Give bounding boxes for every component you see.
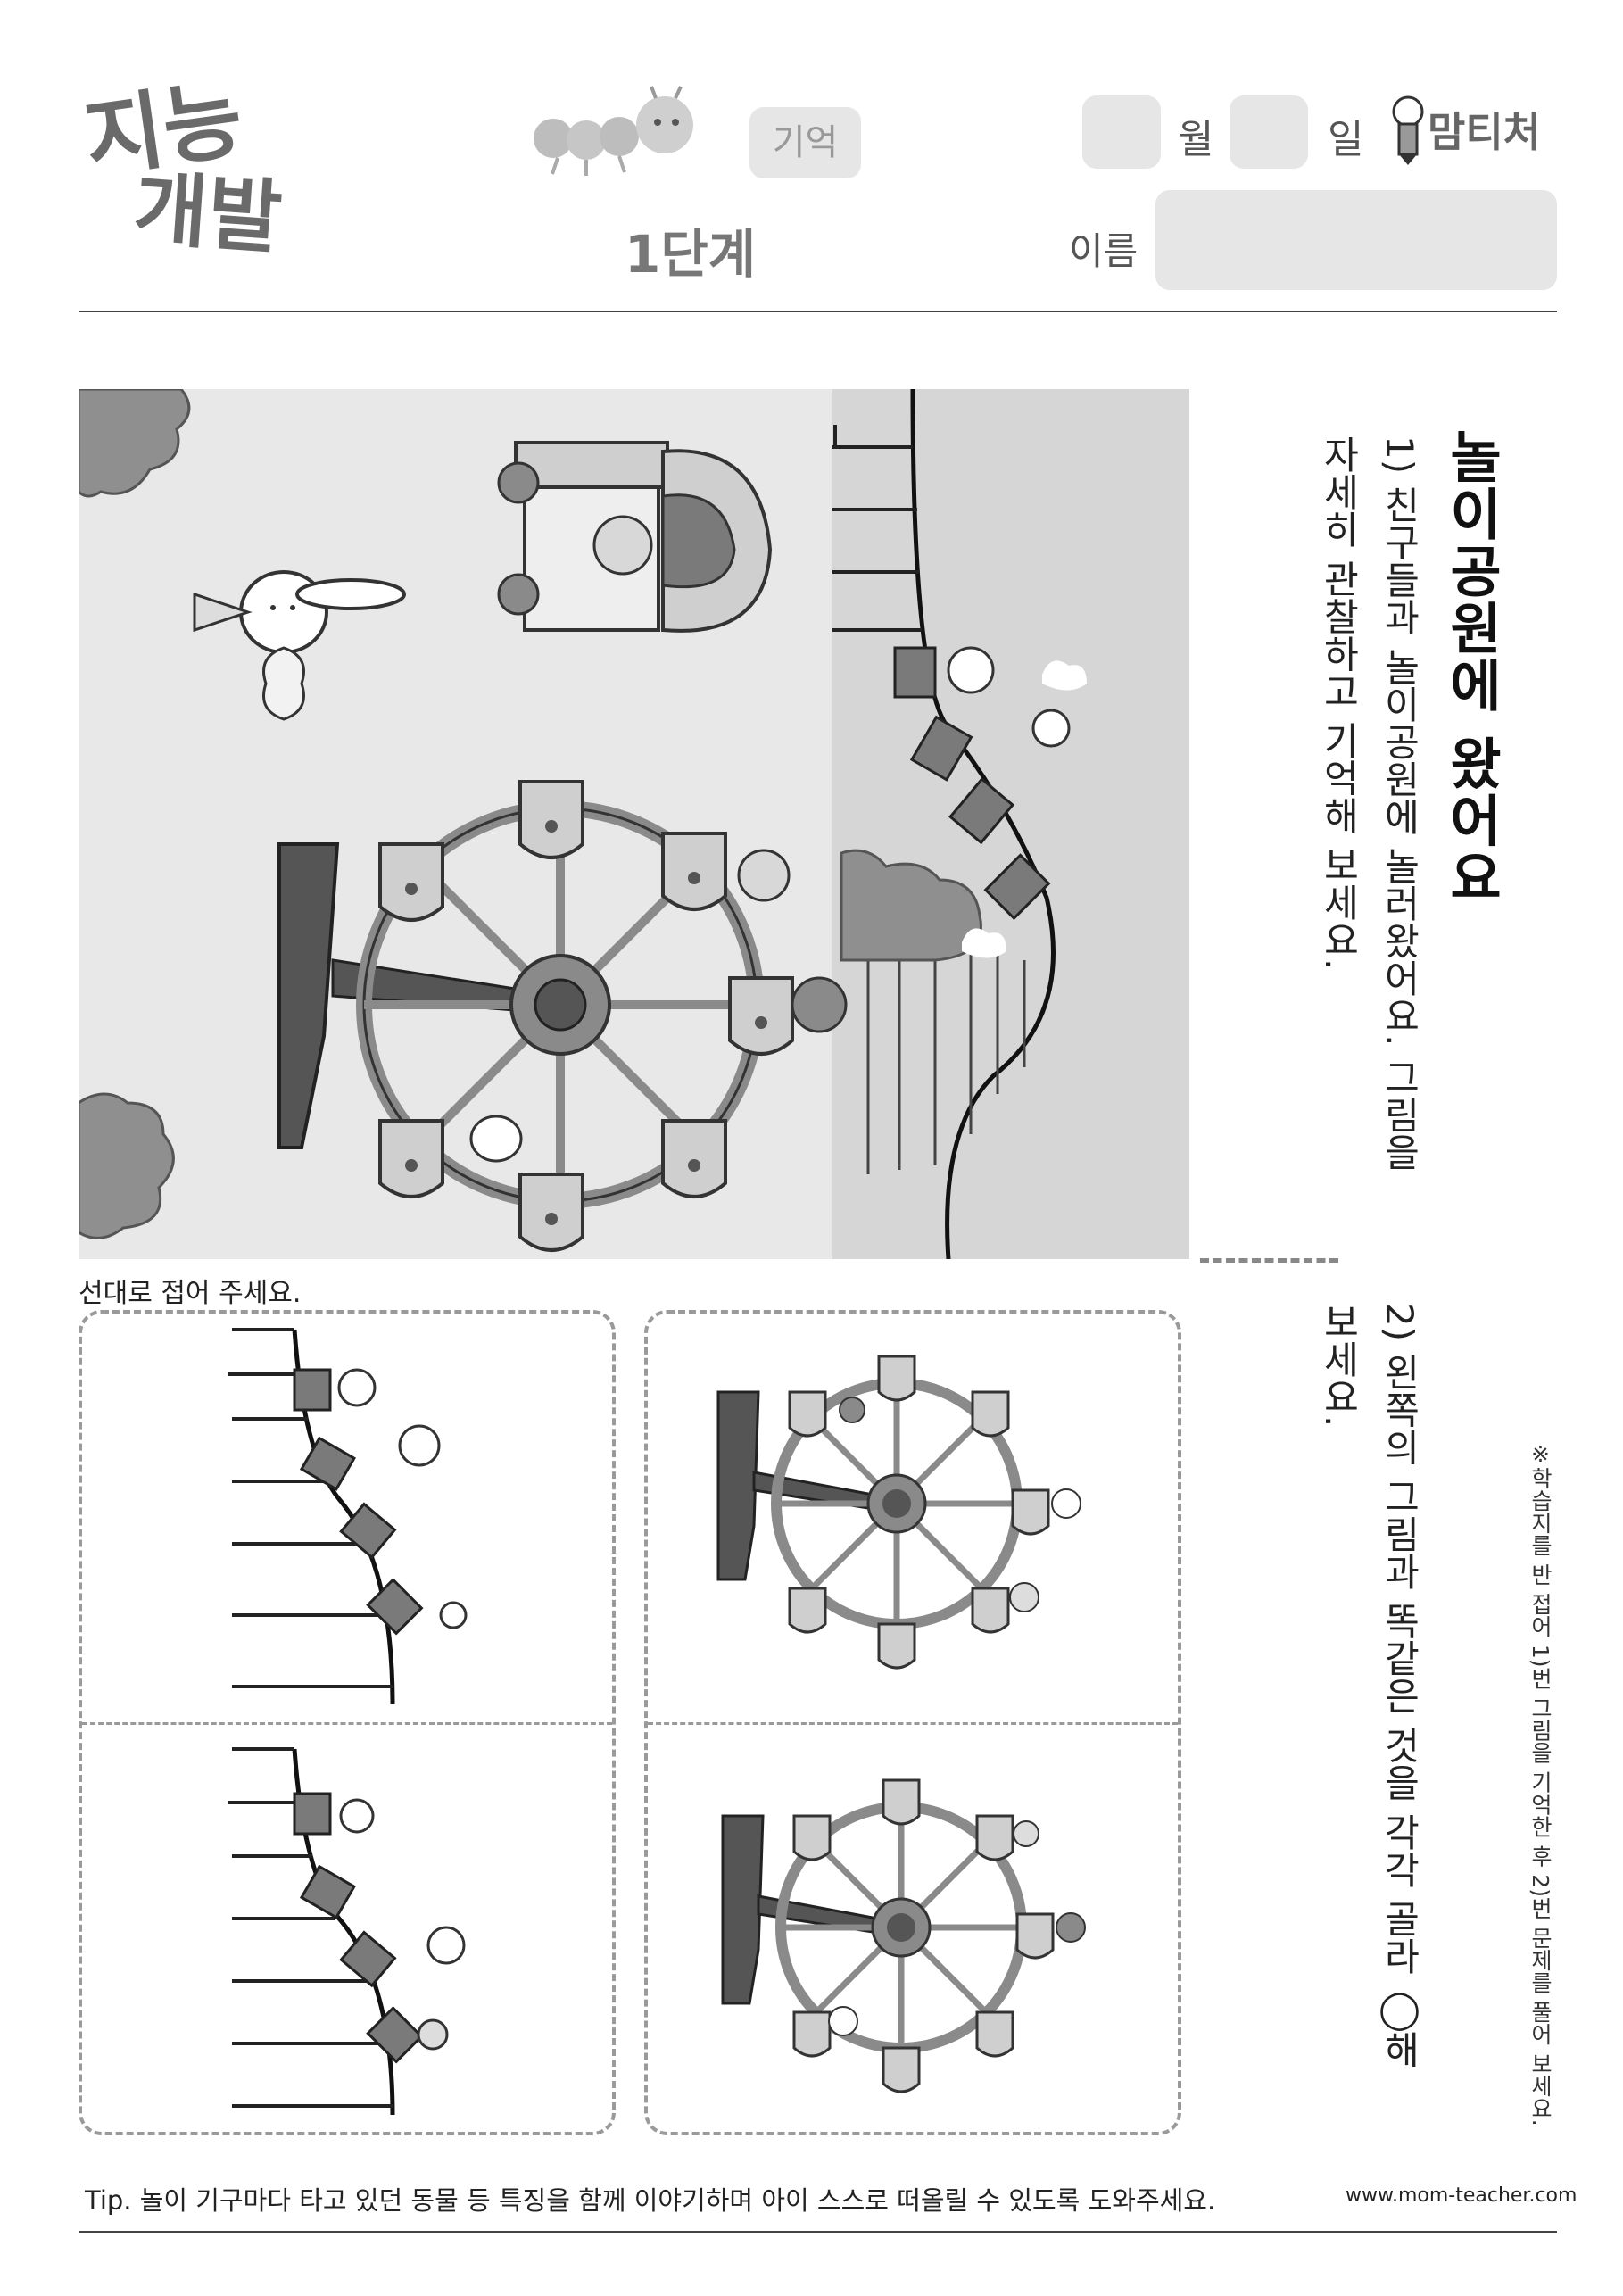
level-label: 1단계 [625, 224, 757, 285]
brand-logo: 맘티처 [1428, 108, 1541, 156]
header-divider [79, 311, 1557, 312]
choice-box-left [79, 1310, 616, 2135]
category-label: 기억 [772, 122, 839, 163]
amusement-park-picture [79, 389, 1189, 1259]
question-2-line-2: 보세요. [1317, 1303, 1361, 1428]
fold-label: 선대로 접어 주세요. [79, 1278, 302, 1309]
name-input[interactable] [1155, 190, 1557, 290]
choice-divider-left [82, 1722, 612, 1725]
question-1-line-2: 자세히 관찰하고 기억해 보세요. [1317, 435, 1361, 971]
caterpillar-icon [534, 86, 693, 176]
footer-divider [79, 2231, 1557, 2233]
website-url[interactable]: www.mom-teacher.com [1346, 2184, 1577, 2207]
choice-coaster-a[interactable] [214, 1321, 500, 1713]
question-1-line-1: 1) 친구들과 놀이공원에 놀러왔어요. 그림을 [1378, 435, 1421, 1171]
day-label: 일 [1328, 117, 1364, 162]
question-2-line-1: 2) 왼쪽의 그림과 똑같은 것을 각각 골라 ◯해 [1378, 1303, 1421, 2068]
fold-line [1200, 1258, 1338, 1263]
choice-ferris-a[interactable] [705, 1339, 1124, 1678]
name-label: 이름 [1069, 229, 1139, 273]
choice-box-right [644, 1310, 1181, 2135]
tip-text: Tip. 놀이 기구마다 타고 있던 동물 등 특징을 함께 이야기하며 아이 … [85, 2185, 1216, 2216]
side-note: ※학습지를 반 접어 1)번 그림을 기억한 후 2)번 문제를 풀어 보세요. [1528, 1441, 1553, 2126]
logo-gaebal: 개발 [130, 162, 286, 266]
category-badge [749, 107, 861, 178]
month-label: 월 [1178, 117, 1214, 162]
day-input[interactable] [1230, 95, 1308, 169]
choice-ferris-b[interactable] [709, 1762, 1129, 2101]
choice-coaster-b[interactable] [214, 1740, 500, 2115]
page-title: 놀이공원에 왔어요 [1438, 428, 1503, 907]
choice-divider-right [648, 1722, 1178, 1725]
month-input[interactable] [1082, 95, 1161, 169]
brand-pencil-icon [1392, 95, 1424, 165]
